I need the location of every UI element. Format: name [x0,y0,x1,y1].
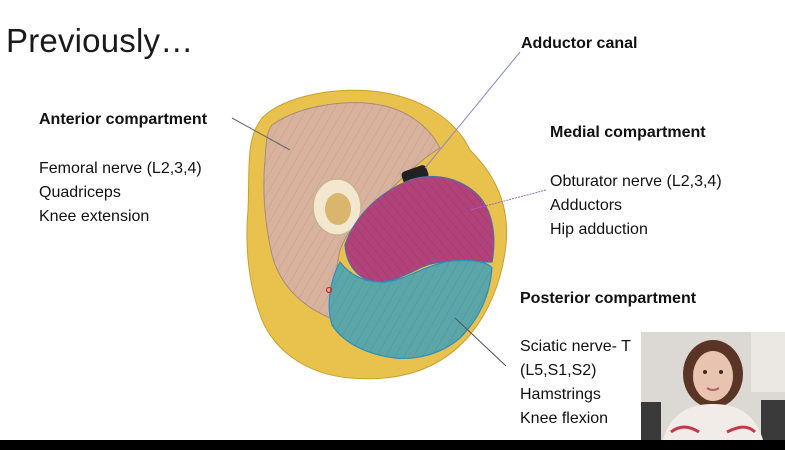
medial-leader-line [469,189,547,211]
bottom-bar [0,440,785,450]
slide-title: Previously… [6,22,194,59]
posterior-line: Sciatic nerve- T [520,338,631,355]
anterior-line: Femoral nerve (L2,3,4) [39,160,202,177]
medial-compartment-list: Obturator nerve (L2,3,4) Adductors Hip a… [550,170,722,242]
anterior-line: Quadriceps [39,184,121,201]
posterior-compartment-heading: Posterior compartment [520,290,697,307]
posterior-line: Hamstrings [520,386,601,403]
posterior-line: Knee flexion [520,410,609,427]
anterior-compartment-heading: Anterior compartment [39,111,208,128]
medial-line: Obturator nerve (L2,3,4) [550,173,722,190]
femur-marrow [325,193,351,225]
posterior-leader-line [454,317,507,367]
medial-line: Adductors [550,197,623,214]
presenter-webcam [641,332,785,440]
presenter-video-icon [641,332,785,440]
medial-line: Hip adduction [550,221,648,238]
posterior-compartment-list: Sciatic nerve- T (L5,S1,S2) Hamstrings K… [520,335,631,431]
adductor-canal-leader-line [424,51,521,169]
marker-dot [325,286,333,294]
anterior-line: Knee extension [39,208,150,225]
slide: Previously… Anterior compartment Femoral… [6,22,722,431]
posterior-line: (L5,S1,S2) [520,362,597,379]
medial-compartment-heading: Medial compartment [550,124,706,141]
adductor-canal-heading: Adductor canal [521,35,638,52]
anterior-compartment-list: Femoral nerve (L2,3,4) Quadriceps Knee e… [39,157,202,229]
thigh-cross-section-illustration [231,51,547,380]
anterior-leader-line [231,117,291,151]
